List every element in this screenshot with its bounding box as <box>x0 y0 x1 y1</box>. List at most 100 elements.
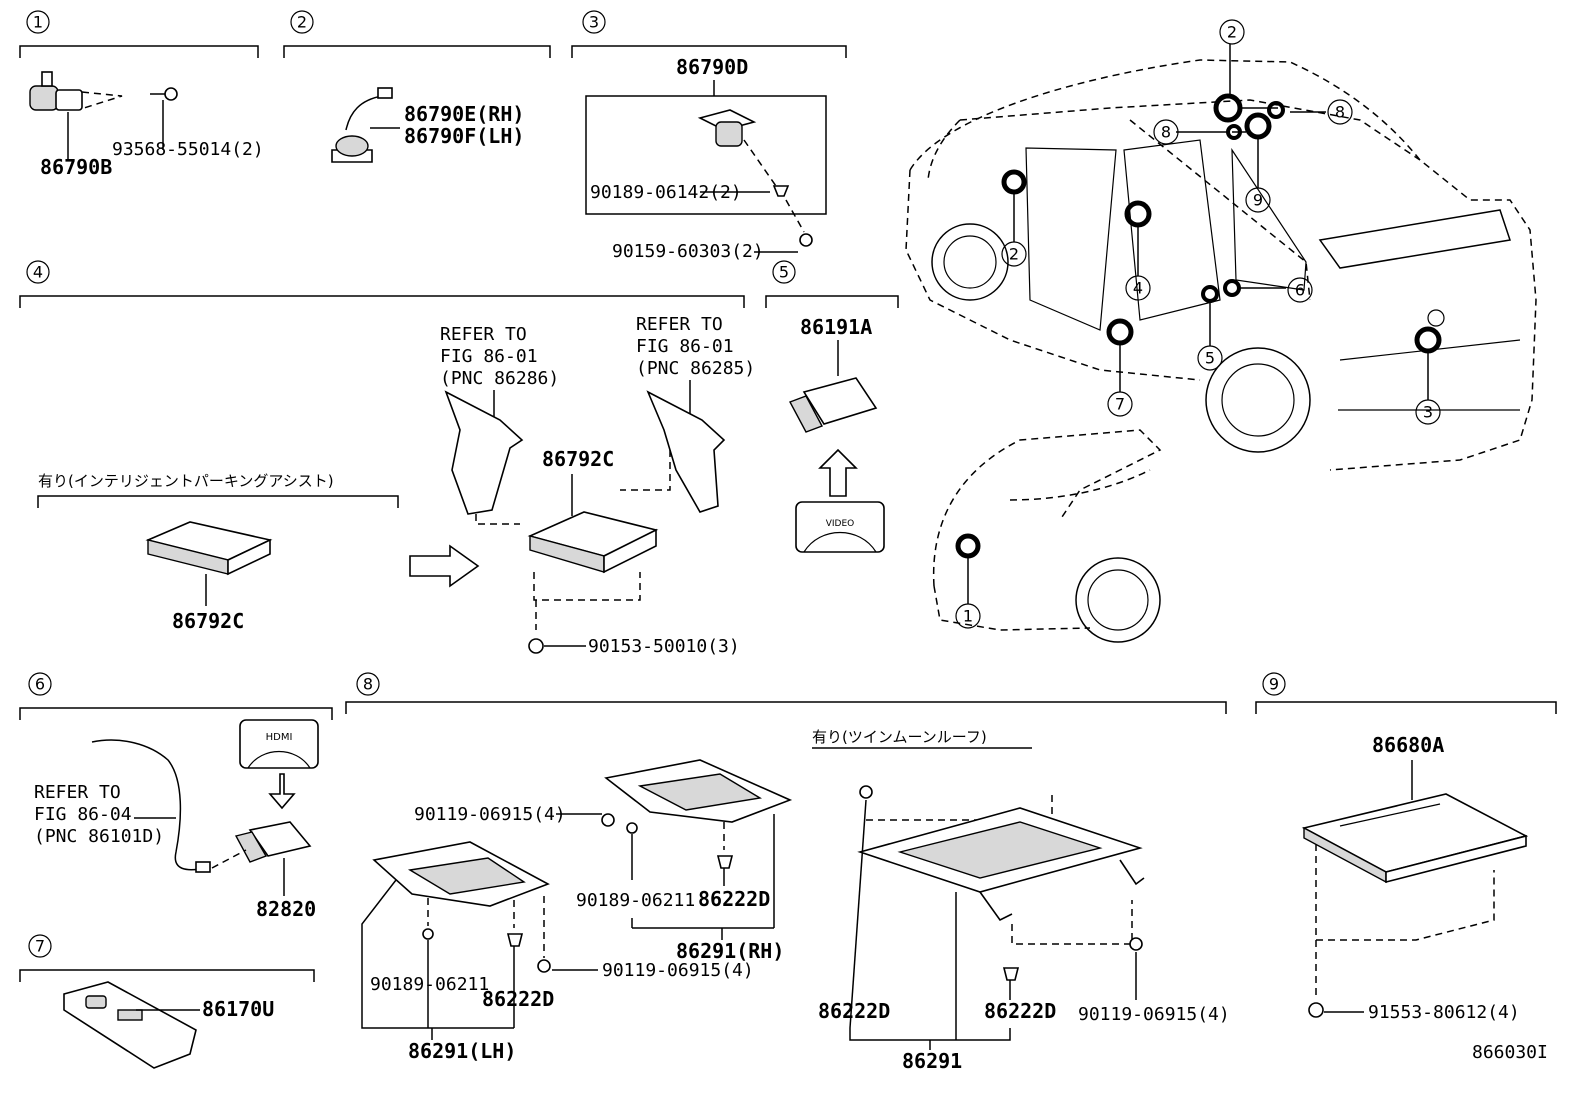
section-1-badge <box>26 10 50 34</box>
callout-9: 9 <box>1245 187 1271 213</box>
callout-8-left: 8 <box>1153 119 1179 145</box>
callout-5: 5 <box>1197 345 1223 371</box>
callout-2-left: 2 <box>1001 241 1027 267</box>
section-2-number: 2 <box>297 13 307 32</box>
svg-text:2: 2 <box>1227 23 1237 42</box>
svg-text:2: 2 <box>1009 245 1019 264</box>
bolt-icon <box>601 813 615 827</box>
callout-6: 6 <box>1287 277 1313 303</box>
screw-90159-60303-label: 90159-60303(2) <box>612 241 764 262</box>
screw-90189-06142-label: 90189-06142(2) <box>590 182 742 203</box>
bolt-icon <box>1308 1002 1324 1018</box>
hdmi-module-icon <box>234 821 312 863</box>
clip-icon <box>422 928 434 940</box>
side-camera-icon <box>331 87 393 163</box>
section-1: 1 86790B 93568-55014(2) <box>19 10 264 179</box>
location-ring-1 <box>955 533 981 559</box>
section-1-number: 1 <box>33 13 43 32</box>
section-1-bracket <box>19 45 259 58</box>
vehicle-outline <box>905 59 1537 471</box>
remote-control-icon <box>63 981 197 1069</box>
hdmi-port-panel: HDMI <box>239 719 319 769</box>
section-9: 9 86680A 91553-80612(4) <box>1255 672 1557 1023</box>
section-5-number: 5 <box>779 263 789 282</box>
bolt-90119-bottom-label: 90119-06915(4) <box>602 960 754 981</box>
location-ring-2-left <box>1001 169 1027 195</box>
part-86790F-label: 86790F(LH) <box>404 124 524 148</box>
moonroof-bracket-icon <box>857 807 1145 922</box>
roof-bracket-rh-icon <box>604 759 793 823</box>
location-ring-9 <box>1244 112 1272 140</box>
refer-86285-line3: (PNC 86285) <box>636 358 755 379</box>
svg-text:6: 6 <box>1295 281 1305 300</box>
callout-7: 7 <box>1107 391 1133 417</box>
part-86790E-label: 86790E(RH) <box>404 102 524 126</box>
callout-4: 4 <box>1125 275 1151 301</box>
section-7-number: 7 <box>35 937 45 956</box>
callout-2-top: 2 <box>1219 19 1245 45</box>
part-82820-label: 82820 <box>256 897 316 921</box>
section-6: 6 REFER TO FIG 86-04 (PNC 86101D) HDMI 8… <box>19 672 333 921</box>
parking-sensor-icon <box>29 71 83 111</box>
rear-seat-entertainment-module-icon <box>1301 793 1529 884</box>
clip-icon <box>626 822 638 834</box>
clip-90189-06211-lh-label: 90189-06211 <box>370 974 489 995</box>
svg-text:7: 7 <box>1115 395 1125 414</box>
video-port-panel: VIDEO <box>795 501 885 553</box>
section-8: 8 90119-06915(4) 90189-06211 86222D 8629… <box>345 672 1230 1073</box>
hdmi-cable-icon <box>91 739 207 871</box>
refer-86101D-line2: FIG 86-04 <box>34 804 132 825</box>
clip-90189-06211-rh-label: 90189-06211 <box>576 890 695 911</box>
clip-86222D-moonroof-right-label: 86222D <box>984 999 1056 1023</box>
callout-3: 3 <box>1415 399 1441 425</box>
section-4: 4 REFER TO FIG 86-01 (PNC 86286) REFER T… <box>19 260 755 657</box>
part-86680A-label: 86680A <box>1372 733 1444 757</box>
arrow-up-icon <box>818 448 858 497</box>
arrow-down-icon <box>268 773 296 810</box>
refer-86286-line3: (PNC 86286) <box>440 368 559 389</box>
option-intelligent-parking-assist: 有り(インテリジェントパーキングアシスト) <box>38 472 334 490</box>
part-86291-rh-label: 86291(RH) <box>676 939 784 963</box>
svg-text:3: 3 <box>1423 403 1433 422</box>
back-camera-icon <box>697 109 757 147</box>
callout-8-right: 8 <box>1327 99 1353 125</box>
bolt-91553-label: 91553-80612(4) <box>1368 1002 1520 1023</box>
clip-icon <box>859 785 873 799</box>
hdmi-port-label: HDMI <box>266 732 293 743</box>
section-3: 3 86790D 90189-06142(2) 90159-60303(2) <box>571 10 847 262</box>
section-3-frame <box>585 95 827 215</box>
location-ring-2-top <box>1213 93 1243 123</box>
refer-86101D-line3: (PNC 86101D) <box>34 826 164 847</box>
bolt-93568-label: 93568-55014(2) <box>112 139 264 160</box>
clip-icon <box>506 933 524 947</box>
location-ring-5 <box>1201 285 1219 303</box>
refer-86286-line2: FIG 86-01 <box>440 346 538 367</box>
section-3-number: 3 <box>589 13 599 32</box>
svg-text:1: 1 <box>963 607 973 626</box>
part-86291-label: 86291 <box>902 1049 962 1073</box>
svg-text:9: 9 <box>1253 191 1263 210</box>
part-86790B-label: 86790B <box>40 155 112 179</box>
screw-icon <box>772 185 790 197</box>
refer-86285-line1: REFER TO <box>636 314 723 335</box>
svg-text:4: 4 <box>1133 279 1143 298</box>
bracket-left-icon <box>444 390 524 515</box>
bolt-icon <box>537 959 551 973</box>
location-ring-7 <box>1106 318 1134 346</box>
clip-icon <box>1002 967 1020 981</box>
refer-86286-line1: REFER TO <box>440 324 527 345</box>
bolt-icon <box>1129 937 1143 951</box>
section-8-number: 8 <box>363 675 373 694</box>
video-port-label: VIDEO <box>826 519 855 529</box>
location-ring-6 <box>1223 279 1241 297</box>
vehicle-locator-view: 2 2 8 8 9 4 6 5 7 3 1 <box>905 19 1537 643</box>
figure-id: 866030I <box>1472 1042 1548 1063</box>
bracket-right-icon <box>646 390 726 513</box>
arrow-right-icon <box>409 544 480 588</box>
refer-86285-line2: FIG 86-01 <box>636 336 734 357</box>
vehicle-front-outline <box>932 429 1162 643</box>
location-ring-8-right <box>1267 101 1285 119</box>
section-4-number: 4 <box>33 263 43 282</box>
bolt-icon <box>528 638 544 654</box>
